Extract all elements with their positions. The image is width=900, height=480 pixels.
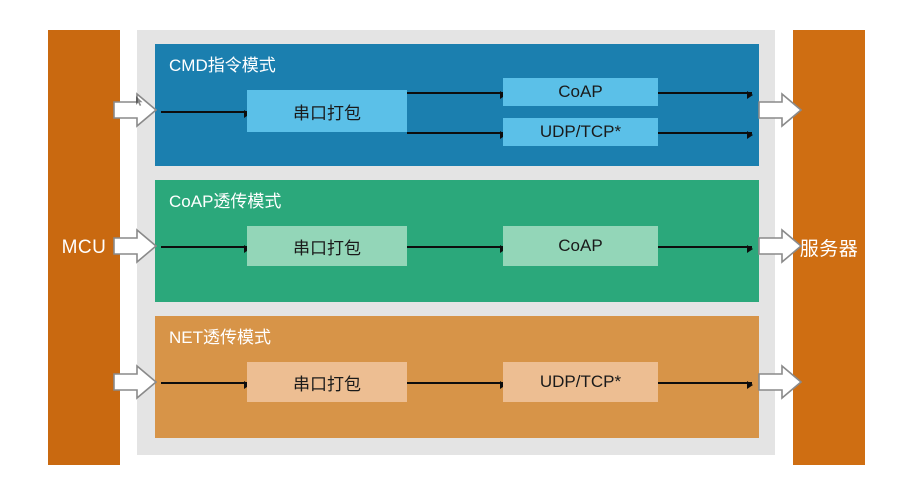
panel-net-title: NET透传模式 xyxy=(169,328,271,347)
outbound-arrow-cmd-icon xyxy=(758,92,802,128)
connector-cmd-to-udptcp xyxy=(407,131,506,139)
node-cmd-udptcp-label: UDP/TCP* xyxy=(539,122,622,141)
node-coap-coap-label: CoAP xyxy=(558,236,603,255)
node-cmd-serial-pack-label: 串口打包 xyxy=(293,103,361,123)
server-bar: 服务器 xyxy=(793,30,865,465)
node-cmd-serial-pack[interactable]: 串口打包 xyxy=(247,90,407,132)
connector-cmd-coap-out xyxy=(658,91,753,99)
mouse-cursor-icon xyxy=(136,96,143,106)
connector-coap-out xyxy=(658,245,753,253)
inbound-arrow-coap-icon xyxy=(113,228,157,264)
connector-coap-mid xyxy=(407,245,506,253)
outbound-arrow-net-icon xyxy=(758,364,802,400)
connector-coap-in xyxy=(161,245,250,253)
node-net-udptcp-label: UDP/TCP* xyxy=(539,372,622,391)
connector-net-in xyxy=(161,381,250,389)
outbound-arrow-coap-icon xyxy=(758,228,802,264)
connector-cmd-to-coap xyxy=(407,91,506,99)
connector-net-out xyxy=(658,381,753,389)
connector-net-mid xyxy=(407,381,506,389)
connector-cmd-in xyxy=(161,110,250,118)
panel-coap-title: CoAP透传模式 xyxy=(169,192,282,211)
panel-cmd-mode: CMD指令模式 串口打包 CoAP UDP/TCP* xyxy=(155,44,759,166)
node-coap-serial-pack[interactable]: 串口打包 xyxy=(247,226,407,266)
connector-cmd-udptcp-out xyxy=(658,131,753,139)
mcu-label: MCU xyxy=(61,236,107,258)
panel-net-mode: NET透传模式 串口打包 UDP/TCP* xyxy=(155,316,759,438)
node-coap-serial-pack-label: 串口打包 xyxy=(293,238,361,258)
node-cmd-udptcp[interactable]: UDP/TCP* xyxy=(503,118,658,146)
node-net-serial-pack-label: 串口打包 xyxy=(293,374,361,394)
inbound-arrow-net-icon xyxy=(113,364,157,400)
panel-cmd-title: CMD指令模式 xyxy=(169,56,276,75)
node-net-udptcp[interactable]: UDP/TCP* xyxy=(503,362,658,402)
inbound-arrow-cmd-icon xyxy=(113,92,157,128)
mcu-bar: MCU xyxy=(48,30,120,465)
node-net-serial-pack[interactable]: 串口打包 xyxy=(247,362,407,402)
node-cmd-coap-label: CoAP xyxy=(558,82,603,101)
panel-coap-mode: CoAP透传模式 串口打包 CoAP xyxy=(155,180,759,302)
server-label: 服务器 xyxy=(799,239,859,260)
node-cmd-coap[interactable]: CoAP xyxy=(503,78,658,106)
node-coap-coap[interactable]: CoAP xyxy=(503,226,658,266)
